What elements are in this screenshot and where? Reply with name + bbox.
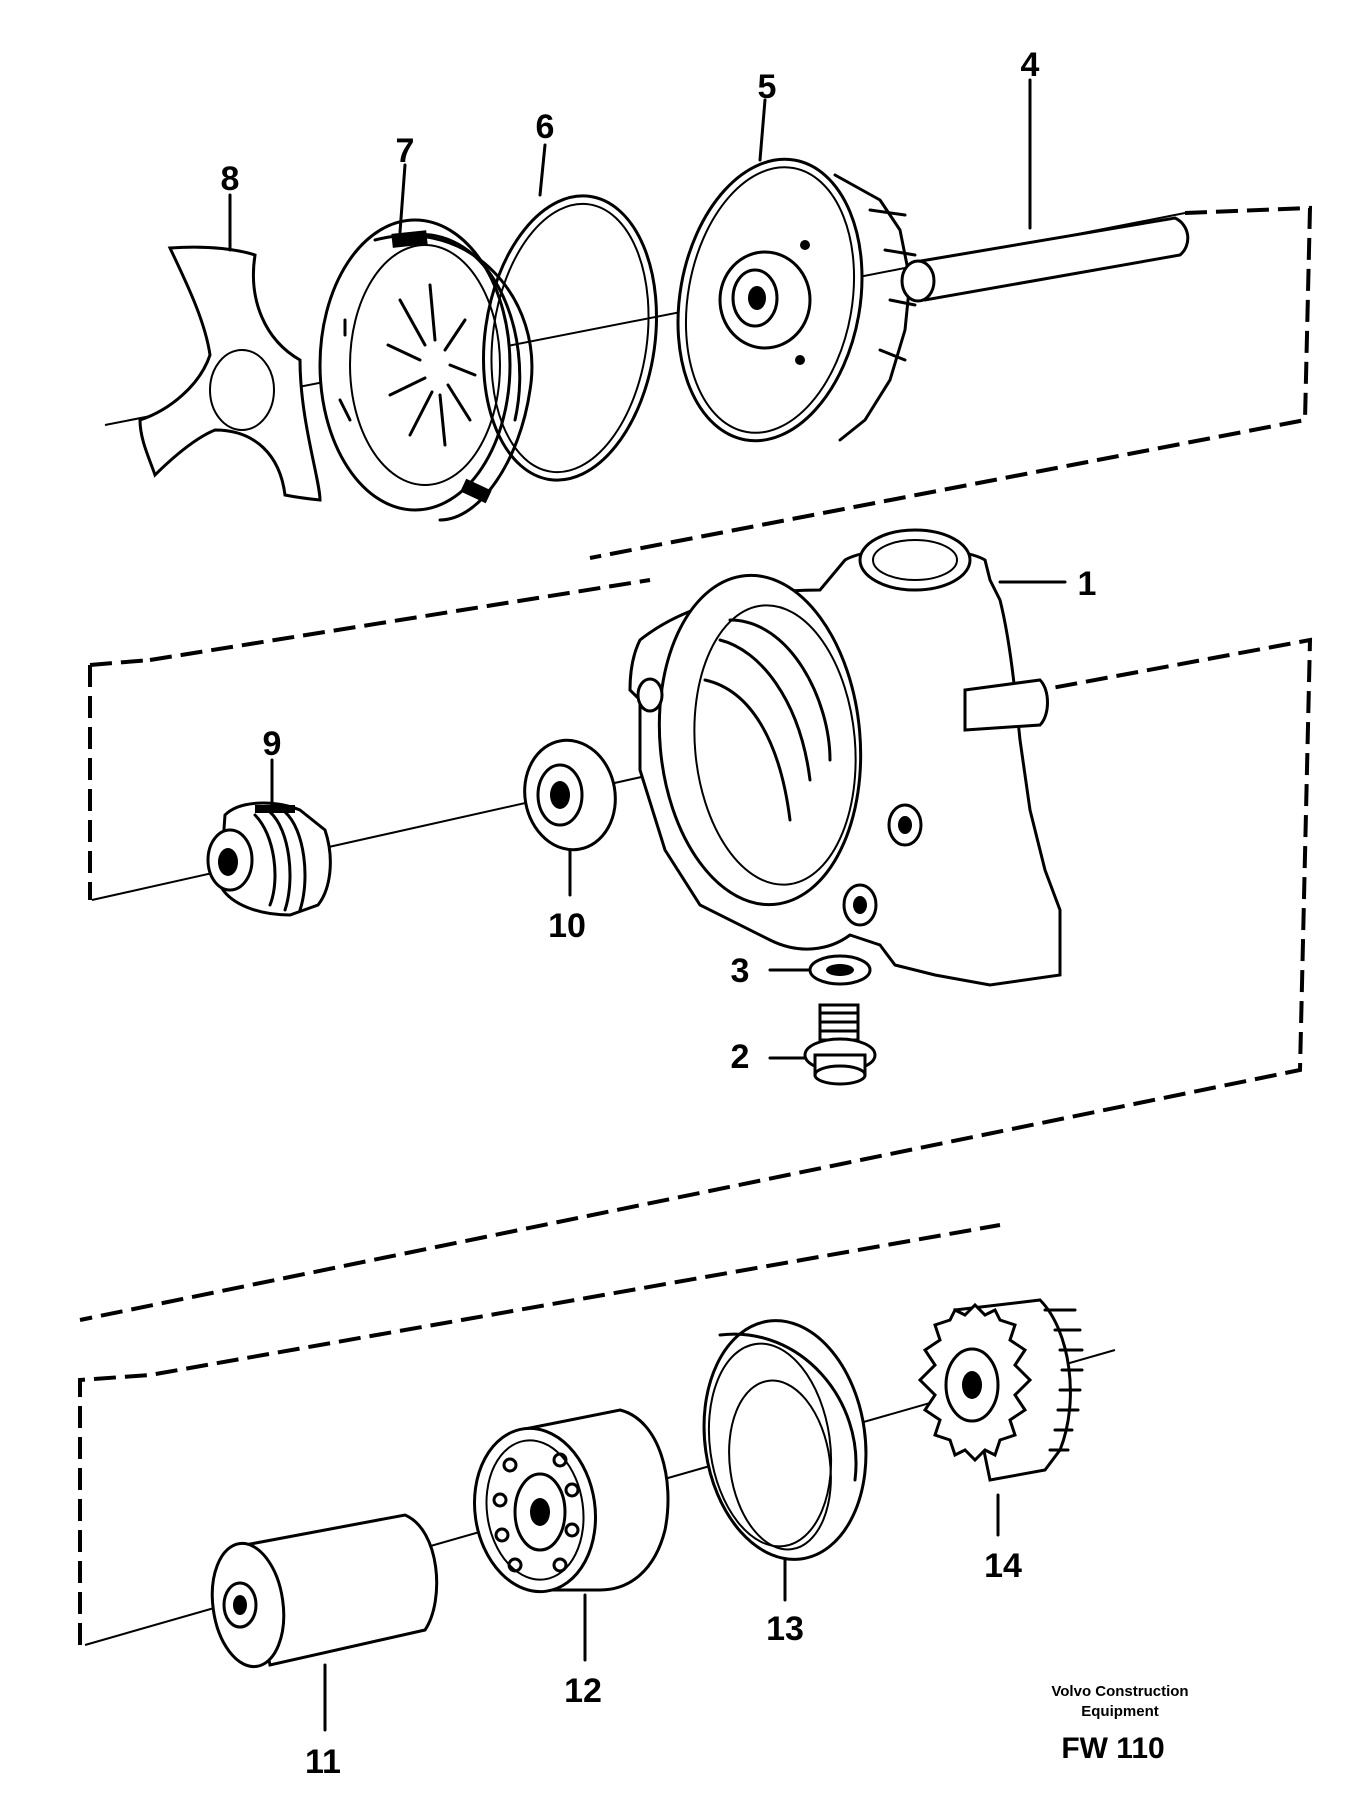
callout-11: 11 [305, 1743, 341, 1781]
part-4-shaft [900, 216, 1190, 303]
leader-7 [398, 163, 407, 234]
part-14-gear [917, 1298, 1084, 1482]
callout-7: 7 [396, 132, 415, 170]
callout-5: 5 [758, 68, 777, 106]
callout-14: 14 [984, 1547, 1022, 1585]
part-10-seal-ring [523, 738, 617, 852]
part-7-cover [318, 218, 534, 522]
leader-6 [538, 143, 547, 197]
callout-6: 6 [536, 108, 555, 146]
part-2-drain-plug [803, 1003, 877, 1086]
section-middle-housing-group [79, 528, 1313, 1322]
publisher-line-1: Volvo Construction [1051, 1683, 1188, 1700]
part-1-pump-housing [628, 528, 1062, 987]
part-11-sleeve [210, 1513, 439, 1669]
callout-1: 1 [1078, 565, 1097, 603]
part-9-seal [206, 801, 332, 917]
section-top-impeller-group [104, 78, 1313, 560]
figure-code: FW 110 [1061, 1732, 1164, 1765]
leader-5 [758, 98, 767, 162]
publisher-line-2: Equipment [1081, 1703, 1159, 1720]
callout-3: 3 [731, 952, 750, 990]
callout-8: 8 [221, 160, 240, 198]
part-5-impeller [676, 157, 917, 443]
part-6-o-ring [482, 194, 658, 482]
callout-12: 12 [564, 1672, 602, 1710]
part-13-cover-cup [702, 1319, 868, 1561]
callout-10: 10 [548, 907, 586, 945]
part-3-washer [808, 954, 872, 986]
part-12-bearing [472, 1408, 670, 1594]
callout-2: 2 [731, 1038, 750, 1076]
callout-4: 4 [1021, 46, 1040, 84]
callout-13: 13 [766, 1610, 804, 1648]
callout-9: 9 [263, 725, 282, 763]
section-bottom-bearing-group [78, 1223, 1116, 1732]
part-8-lock-plate [138, 245, 322, 502]
